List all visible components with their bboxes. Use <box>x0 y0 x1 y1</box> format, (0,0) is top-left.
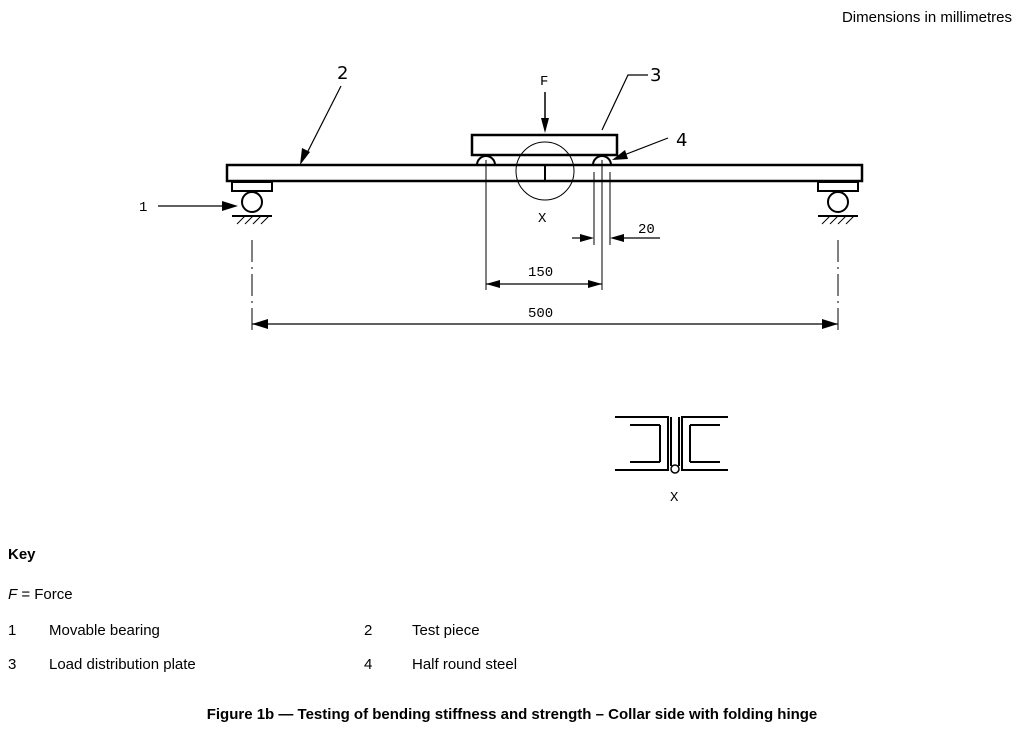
detail-view-label: X <box>670 490 679 506</box>
half-round-steel-right <box>592 155 612 166</box>
key-force-symbol: F <box>8 586 18 603</box>
key-item-1-label: Movable bearing <box>49 622 160 639</box>
units-note: Dimensions in millimetres <box>841 9 1012 26</box>
half-round-steel-left <box>476 155 496 166</box>
force-arrowhead <box>541 118 549 133</box>
callout-1: 1 <box>139 200 147 216</box>
callout-4: 4 <box>676 130 687 151</box>
bending-test-drawing: 1 2 3 4 F X 20 150 500 X <box>139 63 864 506</box>
dimension-150-label: 150 <box>528 265 553 281</box>
callout-4-arrowhead <box>612 150 628 160</box>
key-item-1-number: 1 <box>8 622 17 639</box>
force-label: F <box>540 74 548 90</box>
dimension-20 <box>572 234 660 242</box>
right-bearing <box>817 181 859 225</box>
key-item-2-label: Test piece <box>412 622 480 639</box>
key-title: Key <box>8 546 36 563</box>
dimension-500-label: 500 <box>528 306 553 322</box>
key-item-3-label: Load distribution plate <box>49 656 196 673</box>
detail-x-view <box>615 416 728 474</box>
key-force-text: = Force <box>17 586 73 603</box>
detail-circle <box>515 141 575 201</box>
key-item-4-number: 4 <box>364 656 373 673</box>
callout-2: 2 <box>337 63 348 84</box>
detail-label: X <box>538 211 547 227</box>
callout-3-leader <box>601 74 648 131</box>
load-distribution-plate <box>470 133 619 157</box>
figure-caption: Figure 1b — Testing of bending stiffness… <box>206 706 818 723</box>
key-item-2-number: 2 <box>364 622 373 639</box>
callout-4-leader <box>623 137 669 156</box>
callout-3: 3 <box>650 65 661 86</box>
callout-2-leader <box>304 85 342 158</box>
callout-1-arrowhead <box>222 201 238 211</box>
dimension-20-label: 20 <box>638 222 655 238</box>
key-item-4-label: Half round steel <box>412 656 518 673</box>
callout-2-arrowhead <box>300 148 310 165</box>
dimension-150 <box>486 280 602 288</box>
key-item-3-number: 3 <box>8 656 17 673</box>
dimension-500 <box>252 319 838 329</box>
left-bearing <box>231 181 273 225</box>
key-force-entry: F = Force <box>8 586 73 603</box>
